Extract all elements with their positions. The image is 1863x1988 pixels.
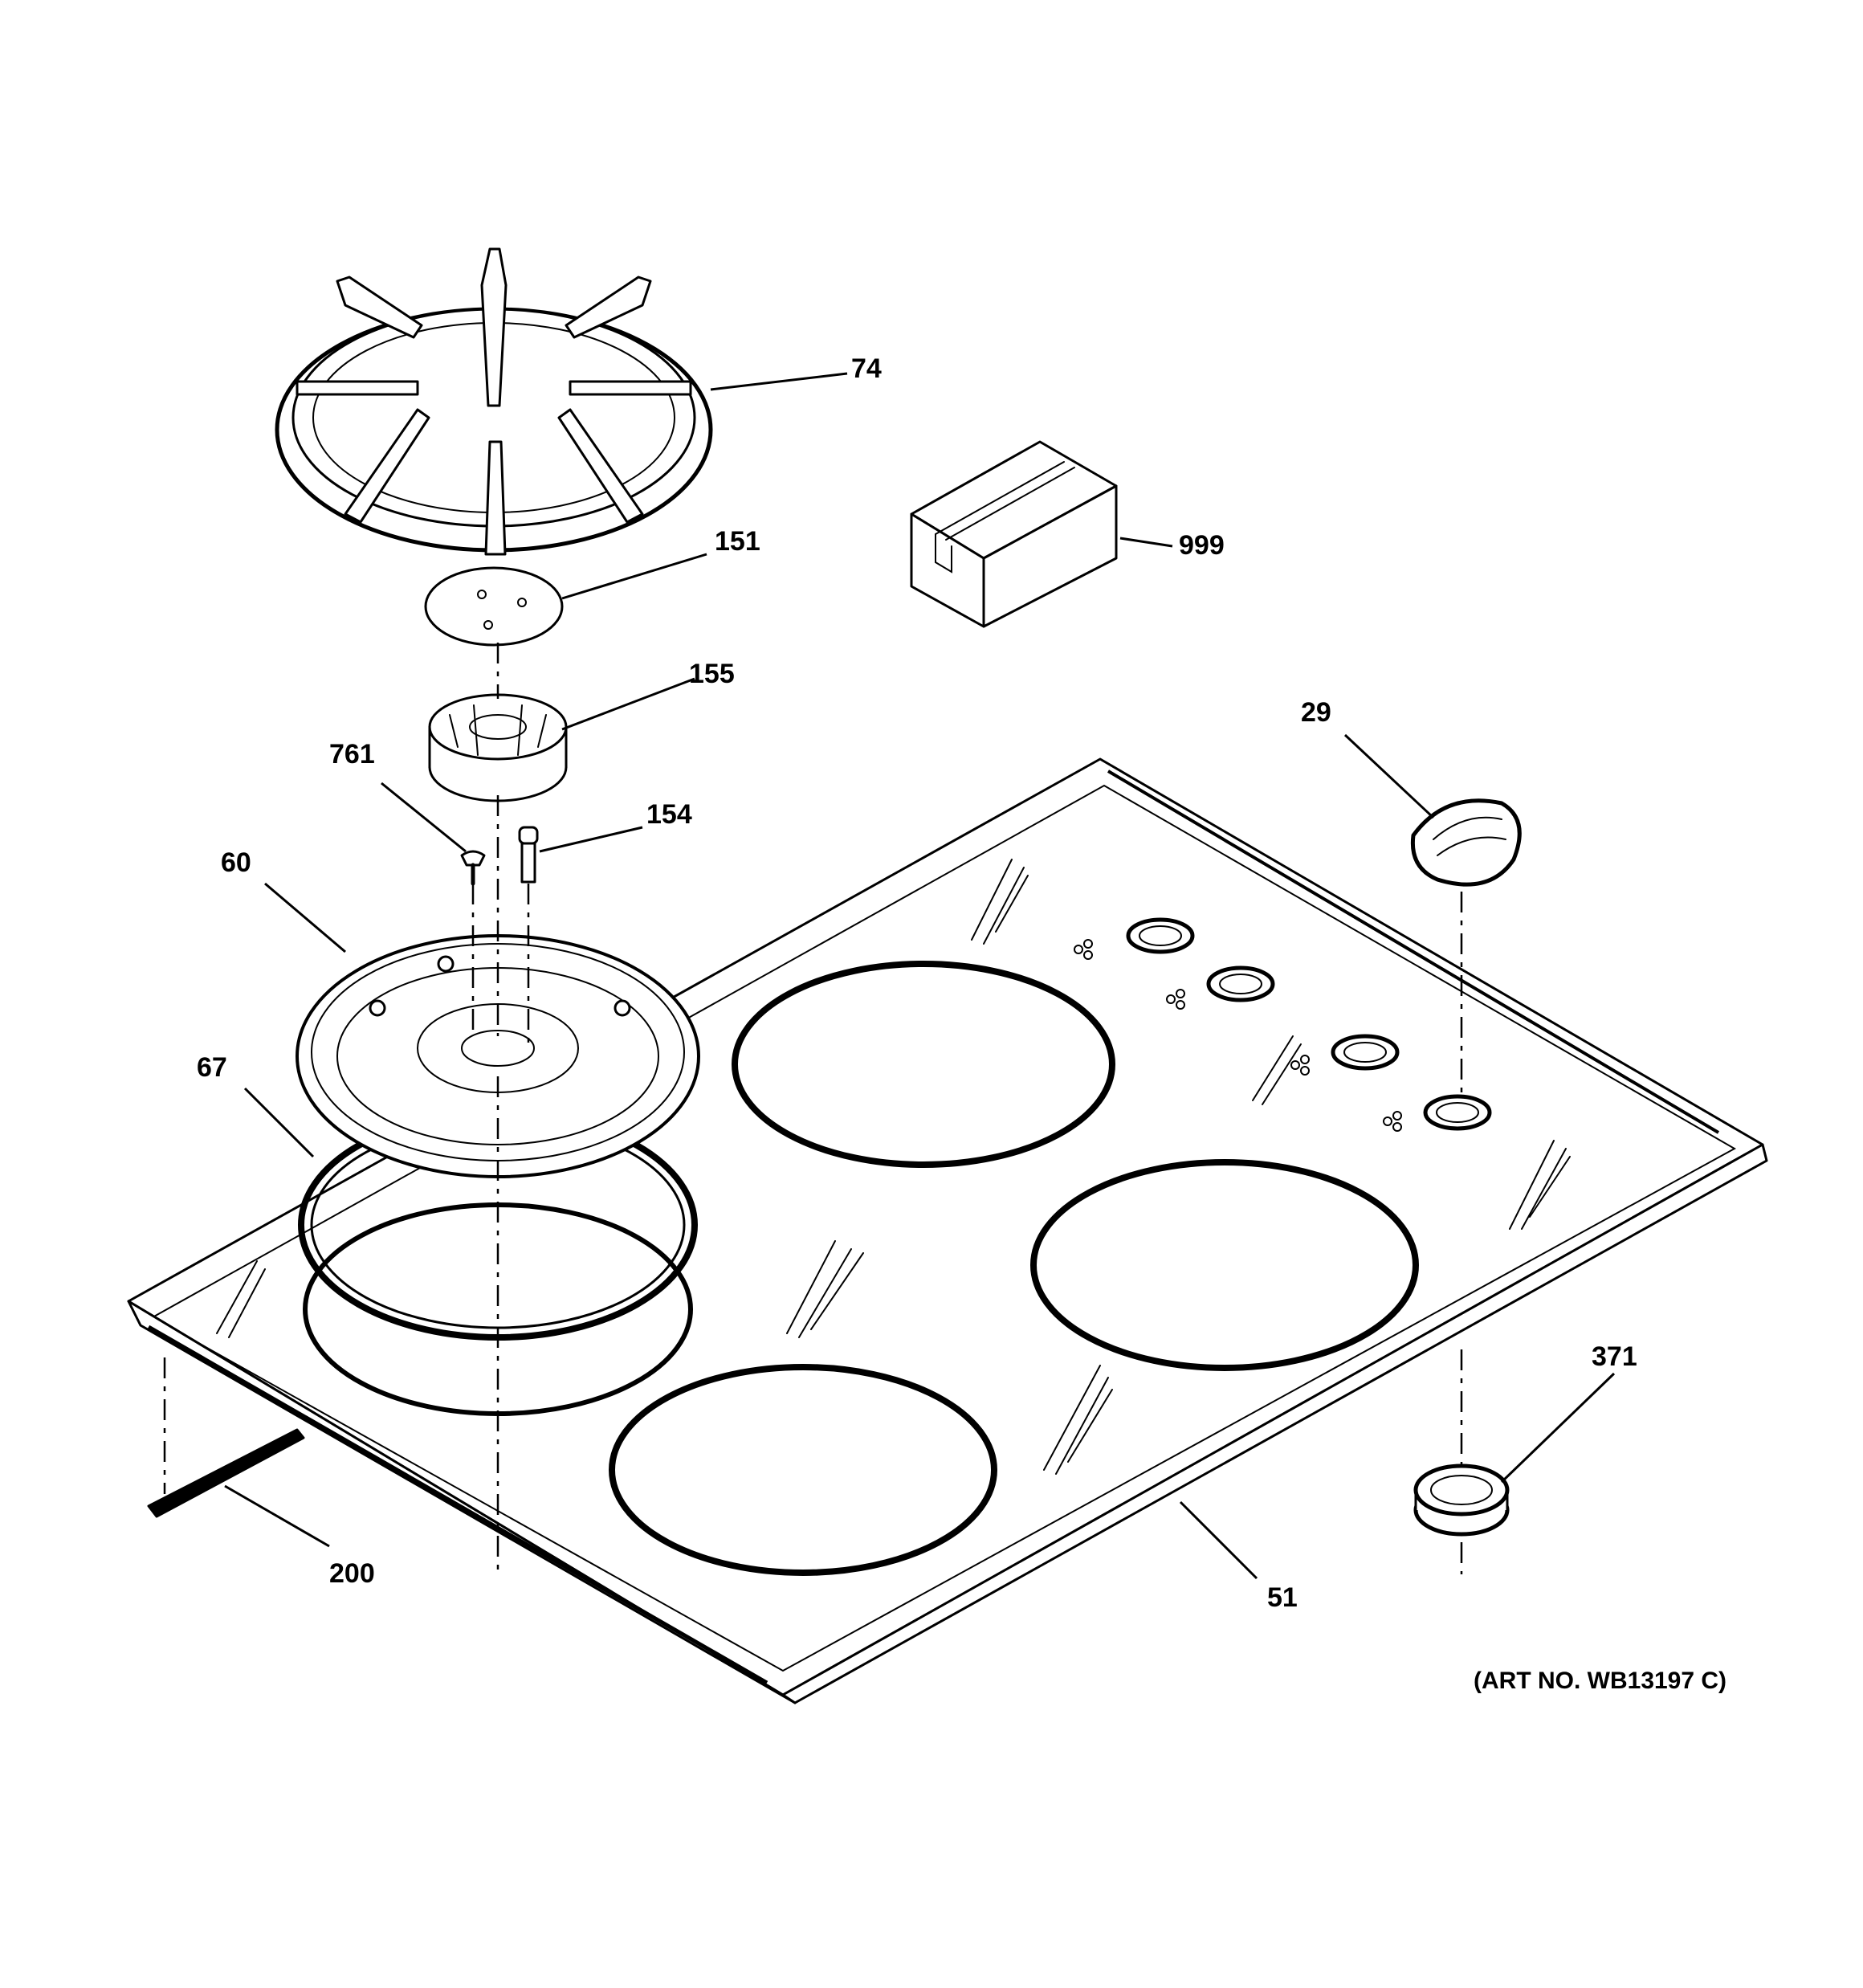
cooktop-glass-51 [127, 757, 1768, 1704]
burner-grate-74 [275, 247, 713, 556]
callout-371: 371 [1592, 1341, 1637, 1372]
callout-29: 29 [1301, 697, 1331, 728]
callout-60: 60 [221, 847, 251, 878]
callout-151: 151 [715, 526, 760, 557]
callout-154: 154 [646, 799, 692, 830]
burner-head-155 [428, 693, 568, 802]
alignment-lines [163, 643, 1463, 1574]
callout-761: 761 [329, 739, 375, 769]
art-number: (ART NO. WB13197 C) [1474, 1668, 1726, 1694]
callout-67: 67 [197, 1052, 227, 1083]
orifice-154 [518, 826, 539, 884]
side-trim-strip-200 [147, 1428, 305, 1518]
burner-bowl-60 [296, 934, 700, 1178]
callout-74: 74 [851, 353, 882, 384]
knob-bezel-371 [1413, 1463, 1510, 1537]
leader-lines [224, 372, 1616, 1580]
control-knob-29 [1410, 798, 1522, 887]
callout-51: 51 [1267, 1582, 1298, 1613]
parts-box-999 [910, 440, 1118, 628]
screw-761 [460, 850, 486, 886]
callout-999: 999 [1179, 530, 1225, 561]
control-panel [1074, 917, 1492, 1132]
burner-cap-151 [424, 566, 564, 647]
callout-155: 155 [689, 659, 735, 689]
callout-200: 200 [329, 1558, 375, 1589]
callout-labels: 74 999 151 155 29 761 154 60 67 371 200 … [197, 353, 1726, 1694]
